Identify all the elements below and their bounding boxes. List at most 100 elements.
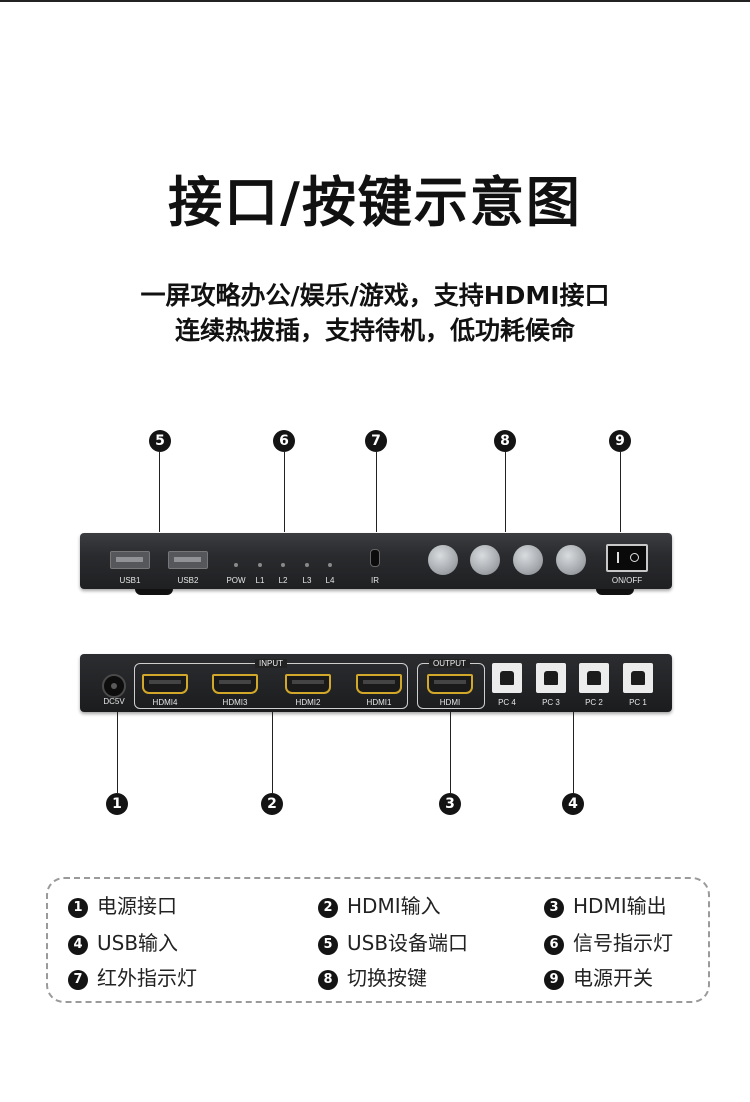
power-on-mark-icon <box>617 552 619 563</box>
l2-led <box>281 563 285 567</box>
onoff-label: ON/OFF <box>611 576 643 585</box>
top-divider <box>0 0 750 2</box>
pc1-label: PC 1 <box>629 698 647 707</box>
legend-text-2: HDMI输入 <box>347 894 441 918</box>
hdmi-out-label: HDMI <box>439 698 461 707</box>
callout-line-6 <box>284 452 285 532</box>
input-group-title: INPUT <box>255 659 287 668</box>
legend-item-8: 8 切换按键 <box>318 962 427 991</box>
callout-line-7 <box>376 452 377 532</box>
legend-item-4: 4 USB输入 <box>68 927 178 956</box>
ir-window <box>370 549 380 567</box>
hdmi2-port <box>285 674 331 694</box>
legend-text-3: HDMI输出 <box>573 894 667 918</box>
callout-marker-1: 1 <box>106 793 128 815</box>
legend-item-3: 3 HDMI输出 <box>544 890 667 919</box>
callout-marker-2: 2 <box>261 793 283 815</box>
hdmi2-label: HDMI2 <box>295 698 321 707</box>
legend-item-5: 5 USB设备端口 <box>318 927 468 956</box>
front-foot-left <box>135 589 173 595</box>
legend-item-2: 2 HDMI输入 <box>318 890 441 919</box>
legend-text-9: 电源开关 <box>573 966 653 990</box>
legend-marker-2: 2 <box>318 898 338 918</box>
pc1-usb-port <box>623 663 653 693</box>
callout-marker-5: 5 <box>149 430 171 452</box>
usb1-label: USB1 <box>119 576 141 585</box>
pc3-usb-port <box>536 663 566 693</box>
front-foot-right <box>596 589 634 595</box>
output-group-title: OUTPUT <box>429 659 470 668</box>
callout-marker-4: 4 <box>562 793 584 815</box>
pc2-usb-port <box>579 663 609 693</box>
dc-label: DC5V <box>103 697 125 706</box>
hdmi1-label: HDMI1 <box>366 698 392 707</box>
callout-marker-6: 6 <box>273 430 295 452</box>
hdmi3-port <box>212 674 258 694</box>
callout-marker-9: 9 <box>609 430 631 452</box>
legend-marker-3: 3 <box>544 898 564 918</box>
legend-item-7: 7 红外指示灯 <box>68 962 197 991</box>
usb1-port <box>110 551 150 569</box>
legend-box <box>46 877 710 1003</box>
switch-button-1[interactable] <box>428 545 458 575</box>
hdmi4-port <box>142 674 188 694</box>
legend-text-1: 电源接口 <box>97 894 177 918</box>
ir-label: IR <box>371 576 379 585</box>
legend-marker-1: 1 <box>68 898 88 918</box>
l3-led <box>305 563 309 567</box>
legend-marker-6: 6 <box>544 935 564 955</box>
front-panel: USB1 USB2 POW L1 L2 L3 L4 IR ON/OFF <box>80 533 672 589</box>
switch-button-2[interactable] <box>470 545 500 575</box>
usb2-label: USB2 <box>177 576 199 585</box>
legend-marker-7: 7 <box>68 970 88 990</box>
l4-led <box>328 563 332 567</box>
callout-line-4 <box>573 712 574 793</box>
legend-text-4: USB输入 <box>97 931 179 955</box>
hdmi1-port <box>356 674 402 694</box>
pc2-label: PC 2 <box>585 698 603 707</box>
callout-line-2 <box>272 712 273 793</box>
power-switch[interactable] <box>606 544 648 572</box>
hdmi3-label: HDMI3 <box>222 698 248 707</box>
callout-marker-3: 3 <box>439 793 461 815</box>
callout-line-3 <box>450 712 451 793</box>
callout-line-8 <box>505 452 506 532</box>
page-title: 接口/按键示意图 <box>168 171 582 234</box>
usb2-port <box>168 551 208 569</box>
legend-item-9: 9 电源开关 <box>544 962 653 991</box>
l4-label: L4 <box>325 576 335 585</box>
power-off-mark-icon <box>630 553 639 562</box>
l1-led <box>258 563 262 567</box>
l1-label: L1 <box>255 576 265 585</box>
dc-jack <box>102 674 126 698</box>
callout-line-1 <box>117 712 118 793</box>
legend-marker-9: 9 <box>544 970 564 990</box>
legend-marker-5: 5 <box>318 935 338 955</box>
legend-text-5: USB设备端口 <box>347 931 469 955</box>
legend-text-6: 信号指示灯 <box>573 931 673 955</box>
legend-text-8: 切换按键 <box>347 966 427 990</box>
legend-item-6: 6 信号指示灯 <box>544 927 673 956</box>
pc4-usb-port <box>492 663 522 693</box>
callout-line-9 <box>620 452 621 532</box>
callout-marker-7: 7 <box>365 430 387 452</box>
subtitle-line-2: 连续热拔插，支持待机，低功耗候命 <box>174 316 575 345</box>
l2-label: L2 <box>278 576 288 585</box>
subtitle-line-1: 一屏攻略办公/娱乐/游戏，支持HDMI接口 <box>140 281 610 310</box>
legend-item-1: 1 电源接口 <box>68 890 177 919</box>
l3-label: L3 <box>302 576 312 585</box>
legend-marker-8: 8 <box>318 970 338 990</box>
legend-marker-4: 4 <box>68 935 88 955</box>
callout-marker-8: 8 <box>494 430 516 452</box>
callout-line-5 <box>159 452 160 532</box>
pow-led <box>234 563 238 567</box>
switch-button-4[interactable] <box>556 545 586 575</box>
back-panel: DC5V INPUT HDMI4 HDMI3 HDMI2 HDMI1 OUTPU… <box>80 654 672 712</box>
hdmi-out-port <box>427 674 473 694</box>
pow-label: POW <box>226 576 246 585</box>
legend-text-7: 红外指示灯 <box>97 966 197 990</box>
switch-button-3[interactable] <box>513 545 543 575</box>
hdmi4-label: HDMI4 <box>152 698 178 707</box>
pc3-label: PC 3 <box>542 698 560 707</box>
pc4-label: PC 4 <box>498 698 516 707</box>
